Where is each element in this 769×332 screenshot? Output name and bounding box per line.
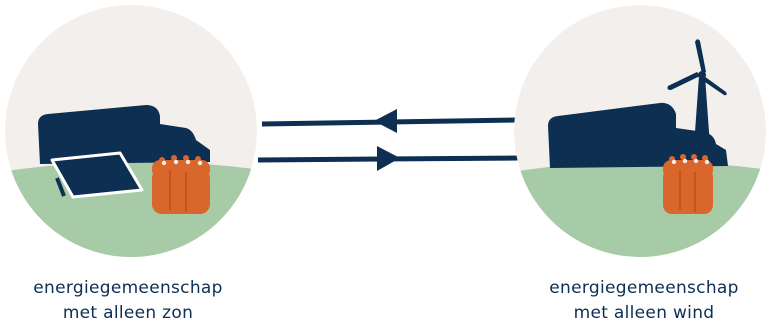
factory-building-icon: [548, 102, 728, 168]
left-caption-line2: met alleen zon: [62, 303, 194, 323]
arrow-to-left-community: [261, 109, 519, 133]
left-community-caption: energiegemeenschap met alleen zon: [0, 276, 278, 326]
right-caption-line2: met alleen wind: [573, 303, 715, 323]
right-caption-line1: energiegemeenschap: [549, 278, 739, 298]
factory-building-icon: [38, 105, 210, 164]
right-community-caption: energiegemeenschap met alleen wind: [494, 276, 769, 326]
battery-icon: [663, 154, 713, 214]
left-community-illustration: [5, 5, 257, 257]
arrow-to-right-community: [257, 146, 519, 171]
left-caption-line1: energiegemeenschap: [33, 278, 223, 298]
battery-icon: [152, 155, 210, 214]
solar-panel-icon: [50, 151, 144, 199]
right-community-illustration: [514, 5, 766, 257]
wind-turbine-icon: [667, 39, 727, 146]
